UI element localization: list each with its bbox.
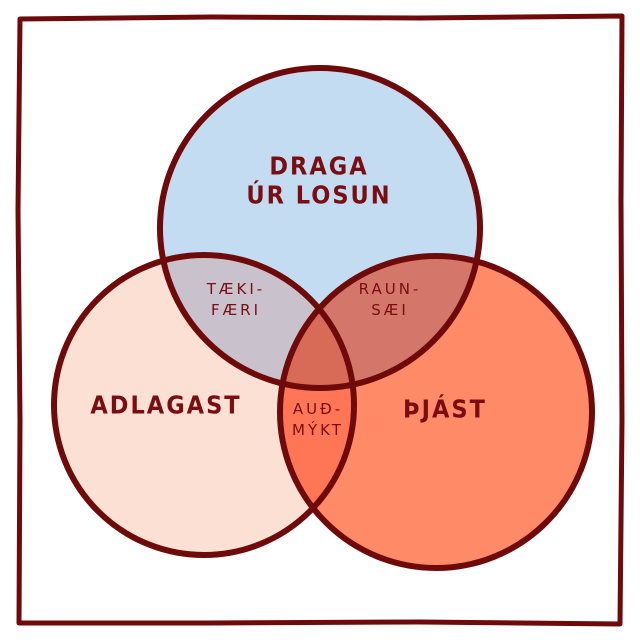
label-top-line-1: DRAGA <box>269 151 369 181</box>
label-thjast: ÞJÁST <box>403 394 487 425</box>
set-left-outline <box>51 252 357 558</box>
frame-border <box>15 13 625 627</box>
label-left-line-1: ADLAGAST <box>90 390 242 420</box>
set-right-outline <box>277 253 595 571</box>
label-top-left-line-2: FÆRI <box>210 301 262 319</box>
label-adlagast: ADLAGAST <box>90 390 242 421</box>
label-left-right-line-2: MÝKT <box>292 421 344 439</box>
label-top-right-line-2: SÆI <box>371 301 409 319</box>
label-raunsaei: RAUN- SÆI <box>359 279 422 321</box>
label-draga-ur-losun: DRAGA ÚR LOSUN <box>246 151 392 210</box>
label-left-right-line-1: AUÐ- <box>292 400 344 418</box>
label-top-line-2: ÚR LOSUN <box>246 180 392 209</box>
label-taekifaeri: TÆKI- FÆRI <box>207 279 265 321</box>
overlap-top-right-fill <box>280 256 480 388</box>
label-top-right-line-1: RAUN- <box>358 280 422 298</box>
label-audmykt: AUÐ- MÝKT <box>292 399 344 441</box>
label-top-left-line-1: TÆKI- <box>206 280 266 298</box>
set-top-outline <box>157 65 483 391</box>
label-right-line-1: ÞJÁST <box>403 394 487 424</box>
overlap-top-left-fill <box>160 255 354 388</box>
